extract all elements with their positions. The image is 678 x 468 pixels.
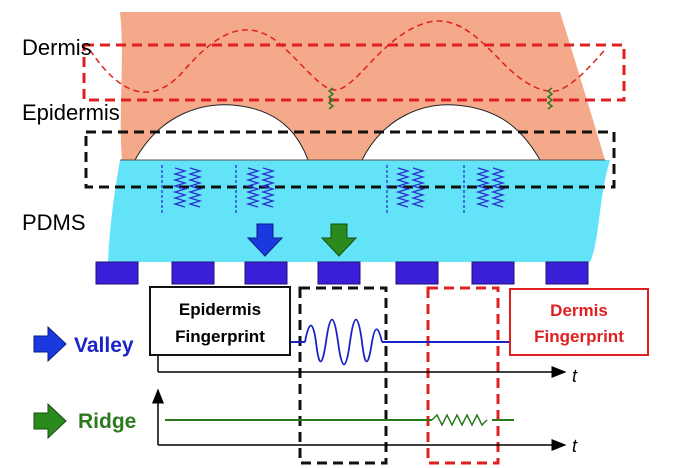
valley-label: Valley bbox=[74, 334, 134, 357]
wave-group-1 bbox=[161, 165, 203, 215]
epidermis-fingerprint-line2: Fingerprint bbox=[175, 327, 265, 346]
dermis-squiggle-1 bbox=[327, 87, 335, 110]
dermis-fingerprint-line2: Fingerprint bbox=[534, 327, 624, 346]
right-arrow-blue-icon bbox=[33, 325, 67, 363]
epidermis-fingerprint-line1: Epidermis bbox=[179, 300, 261, 319]
epidermis-ridge-2 bbox=[361, 104, 541, 161]
right-arrow-green-icon bbox=[33, 402, 67, 440]
epidermis-window-box bbox=[298, 286, 388, 465]
wave-group-4 bbox=[463, 165, 506, 215]
dermis-fingerprint-box bbox=[509, 288, 649, 356]
label-pdms: PDMS bbox=[22, 210, 86, 235]
ridge-signal-burst bbox=[431, 413, 488, 427]
down-arrow-blue-icon bbox=[246, 223, 284, 257]
wave-group-2 bbox=[235, 165, 276, 215]
down-arrow-green-icon bbox=[320, 223, 358, 257]
pdms-layer bbox=[108, 160, 610, 262]
dermis-squiggle-2 bbox=[546, 87, 554, 110]
valley-t-label: t bbox=[572, 366, 578, 386]
epidermis-box bbox=[84, 130, 616, 189]
dermis-box bbox=[82, 43, 626, 102]
dermis-window-box bbox=[426, 286, 500, 465]
ridge-label: Ridge bbox=[78, 410, 136, 433]
label-epidermis: Epidermis bbox=[22, 100, 120, 125]
valley-signal-burst bbox=[304, 318, 383, 366]
electrode-row bbox=[95, 261, 589, 285]
epidermis-fingerprint-box bbox=[149, 286, 291, 356]
wave-group-3 bbox=[386, 165, 426, 215]
label-dermis: Dermis bbox=[22, 35, 92, 60]
ridge-t-label: t bbox=[572, 436, 578, 456]
dermis-fingerprint-line1: Dermis bbox=[550, 301, 608, 320]
dermis-wave bbox=[89, 20, 606, 93]
